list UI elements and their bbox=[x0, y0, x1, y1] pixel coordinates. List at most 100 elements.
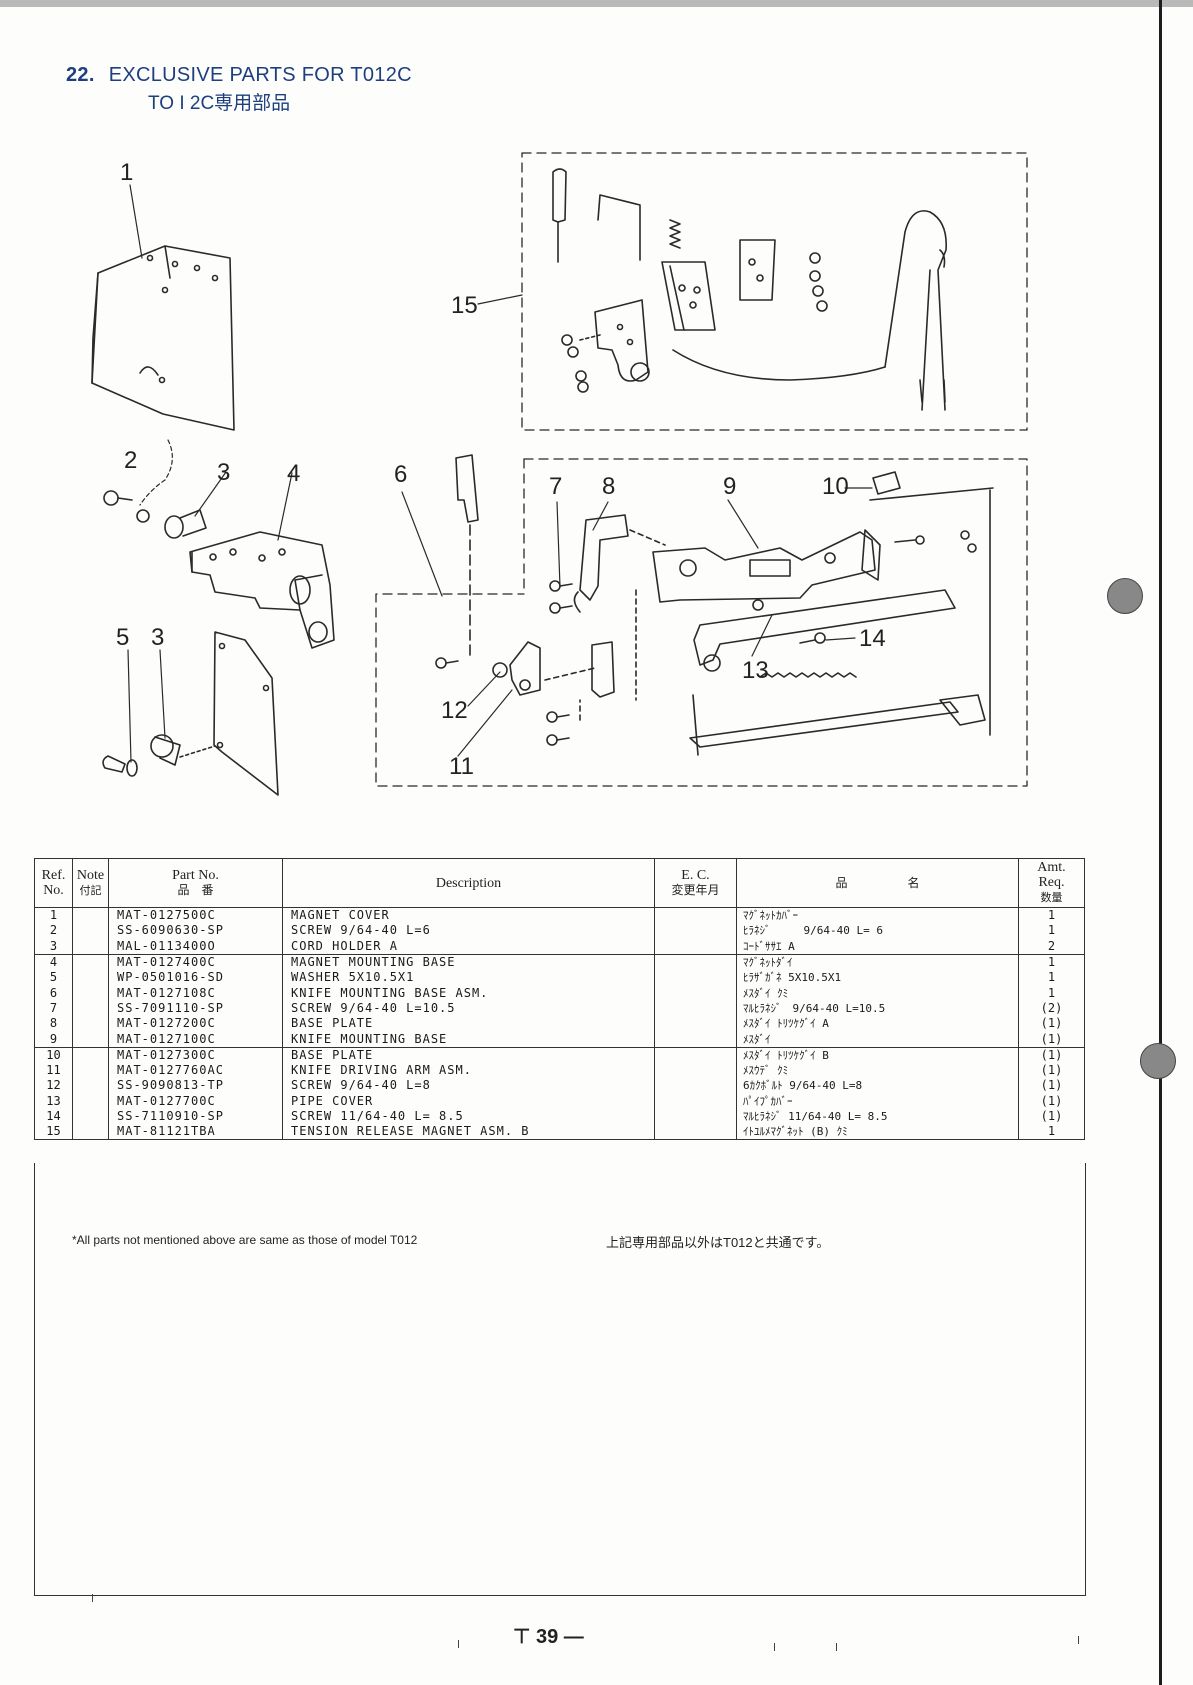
binder-hole-bottom bbox=[1140, 1043, 1176, 1079]
cell-part-no: MAT-0127500C bbox=[108, 907, 283, 924]
cell-jp-name: ﾒｽｳﾃﾞ ｸﾐ bbox=[736, 1062, 1019, 1079]
cell-description: KNIFE MOUNTING BASE ASM. bbox=[282, 985, 655, 1001]
cell-note bbox=[72, 907, 109, 924]
cell-ref: 5 bbox=[34, 970, 73, 986]
cell-note bbox=[72, 1000, 109, 1017]
cell-amt: 2 bbox=[1018, 938, 1085, 955]
cell-amt: 1 bbox=[1018, 953, 1085, 971]
callout-10: 10 bbox=[822, 473, 849, 500]
cell-description: KNIFE DRIVING ARM ASM. bbox=[282, 1062, 655, 1079]
cell-description: BASE PLATE bbox=[282, 1046, 655, 1063]
cell-ec bbox=[654, 953, 737, 971]
cell-ref: 11 bbox=[34, 1062, 73, 1079]
cell-amt: 1 bbox=[1018, 923, 1085, 939]
callout-11: 11 bbox=[449, 753, 474, 780]
cell-ref: 7 bbox=[34, 1000, 73, 1017]
cell-description: SCREW 9/64-40 L=6 bbox=[282, 923, 655, 939]
cell-amt: (1) bbox=[1018, 1016, 1085, 1032]
cell-jp-name: ﾏｸﾞﾈｯﾄﾀﾞｲ bbox=[736, 953, 1019, 971]
callout-3: 3 bbox=[217, 459, 230, 486]
cell-amt: (1) bbox=[1018, 1031, 1085, 1048]
header-part-no: Part No.品 番 bbox=[108, 858, 283, 908]
cell-jp-name: ﾏﾙﾋﾗﾈｼﾞ 9/64-40 L=10.5 bbox=[736, 1000, 1019, 1017]
cell-note bbox=[72, 970, 109, 986]
cell-ec bbox=[654, 970, 737, 986]
knife-mounting-assembly-drawing bbox=[435, 454, 994, 756]
scan-mark bbox=[458, 1640, 459, 1648]
tension-release-magnet-drawing bbox=[552, 168, 947, 411]
cell-part-no: SS-7110910-SP bbox=[108, 1108, 283, 1125]
section-title: 22. EXCLUSIVE PARTS FOR T012C bbox=[66, 64, 412, 87]
magnet-mounting-base-drawing bbox=[189, 531, 335, 649]
binder-hole-top bbox=[1107, 578, 1143, 614]
cell-ec bbox=[654, 1108, 737, 1125]
cell-amt: (1) bbox=[1018, 1046, 1085, 1063]
header-description: Description bbox=[282, 858, 655, 908]
cell-part-no: MAT-0127108C bbox=[108, 985, 283, 1001]
cell-description: SCREW 9/64-40 L=10.5 bbox=[282, 1000, 655, 1017]
callout-13: 13 bbox=[742, 657, 769, 684]
section-number: 22. bbox=[66, 64, 95, 86]
cell-amt: 1 bbox=[1018, 907, 1085, 924]
cell-ref: 13 bbox=[34, 1093, 73, 1109]
cell-ec bbox=[654, 1093, 737, 1109]
scan-mark bbox=[1078, 1636, 1079, 1644]
cell-part-no: MAT-81121TBA bbox=[108, 1124, 283, 1141]
callout-3b: 3 bbox=[151, 624, 164, 651]
cell-jp-name: ﾋﾗﾈｼﾞ 9/64-40 L= 6 bbox=[736, 923, 1019, 939]
cell-ref: 9 bbox=[34, 1031, 73, 1048]
cell-note bbox=[72, 923, 109, 939]
section-title-jp: TO I 2C専用部品 bbox=[148, 93, 291, 114]
cord-holder-drawing bbox=[164, 509, 207, 539]
cell-note bbox=[72, 1062, 109, 1079]
cell-description: TENSION RELEASE MAGNET ASM. B bbox=[282, 1124, 655, 1141]
notes-frame bbox=[34, 1163, 1086, 1596]
cell-note bbox=[72, 1046, 109, 1063]
cell-jp-name: ﾒｽﾀﾞｲ ﾄﾘﾂｹｸﾞｲ B bbox=[736, 1046, 1019, 1063]
section-title-text: EXCLUSIVE PARTS FOR T012C bbox=[108, 64, 412, 86]
screw-2-drawing bbox=[103, 490, 150, 523]
cell-ec bbox=[654, 1078, 737, 1094]
cell-amt: (1) bbox=[1018, 1078, 1085, 1094]
cell-ec bbox=[654, 1016, 737, 1032]
page-right-edge bbox=[1159, 0, 1162, 1685]
cell-note bbox=[72, 953, 109, 971]
cell-part-no: MAT-0127760AC bbox=[108, 1062, 283, 1079]
section-heading: 22. EXCLUSIVE PARTS FOR T012C TO I 2C専用部品 bbox=[66, 64, 412, 115]
callout-7: 7 bbox=[549, 473, 562, 500]
header-amt: Amt.Req.数量 bbox=[1018, 858, 1085, 908]
footnote-english: *All parts not mentioned above are same … bbox=[72, 1233, 418, 1247]
magnet-cover-drawing bbox=[91, 245, 235, 431]
cell-description: WASHER 5X10.5X1 bbox=[282, 970, 655, 986]
cell-part-no: MAT-0127200C bbox=[108, 1016, 283, 1032]
cell-part-no: SS-7091110-SP bbox=[108, 1000, 283, 1017]
callout-4: 4 bbox=[287, 460, 300, 487]
cell-amt: 1 bbox=[1018, 970, 1085, 986]
cell-part-no: SS-9090813-TP bbox=[108, 1078, 283, 1094]
cell-jp-name: ﾏﾙﾋﾗﾈｼﾞ 11/64-40 L= 8.5 bbox=[736, 1108, 1019, 1125]
exploded-parts-diagram: 1 2 3 4 6 15 7 8 9 10 5 3 14 13 12 11 bbox=[91, 152, 1028, 796]
cell-jp-name: ﾊﾟｲﾌﾟｶﾊﾞｰ bbox=[736, 1093, 1019, 1109]
cell-jp-name: 6ｶｸﾎﾞﾙﾄ 9/64-40 L=8 bbox=[736, 1078, 1019, 1094]
header-ref: Ref.No. bbox=[34, 858, 73, 908]
cell-ref: 1 bbox=[34, 907, 73, 924]
cell-ref: 10 bbox=[34, 1046, 73, 1063]
cell-part-no: MAL-0113400O bbox=[108, 938, 283, 955]
cell-description: KNIFE MOUNTING BASE bbox=[282, 1031, 655, 1048]
cell-note bbox=[72, 1078, 109, 1094]
callout-15: 15 bbox=[451, 292, 478, 319]
cell-ref: 3 bbox=[34, 938, 73, 955]
scan-mark bbox=[92, 1594, 93, 1602]
cell-description: PIPE COVER bbox=[282, 1093, 655, 1109]
